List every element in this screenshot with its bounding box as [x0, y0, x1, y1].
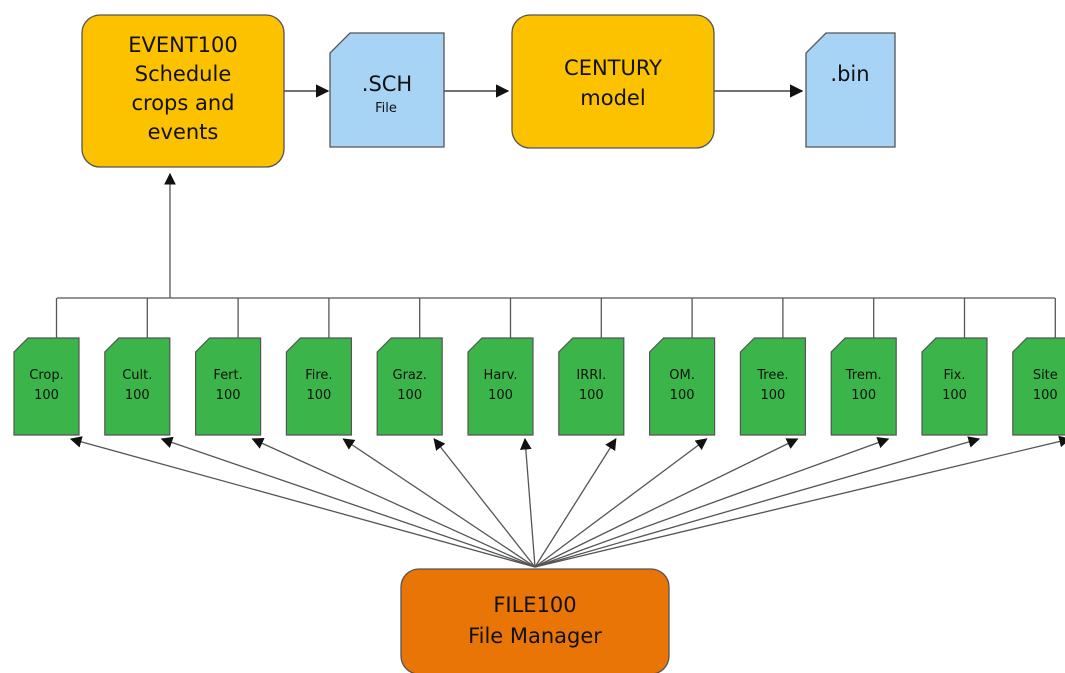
sch-file-shape [329, 32, 445, 148]
param-file-name: Graz. [393, 368, 427, 383]
param-file-shape [649, 337, 716, 436]
arrow-file100-to-fert [251, 438, 536, 568]
param-file-fert[interactable]: Fert. 100 [195, 337, 262, 436]
event100-line-2: Schedule [135, 62, 232, 86]
param-file-shape [13, 337, 80, 436]
param-file-cult[interactable]: Cult. 100 [104, 337, 171, 436]
param-file-fix[interactable]: Fix. 100 [921, 337, 988, 436]
century-line-2: model [580, 86, 645, 110]
event100-line-4: events [148, 120, 219, 144]
param-file-number: 100 [760, 388, 785, 403]
event100-line-1: EVENT100 [128, 33, 238, 57]
arrow-file100-to-harv [519, 437, 536, 568]
arrow-file100-to-irri [534, 438, 617, 568]
param-file-name: IRRI. [576, 368, 606, 383]
file100-box-shape [400, 568, 670, 673]
param-file-shape [376, 337, 443, 436]
param-file-graz[interactable]: Graz. 100 [376, 337, 443, 436]
param-file-fire[interactable]: Fire. 100 [285, 337, 352, 436]
param-file-number: 100 [125, 388, 150, 403]
bin-file-shape [805, 32, 896, 148]
arrow-file100-to-tree [534, 438, 799, 568]
arrow-file100-to-crop [69, 436, 536, 568]
param-file-number: 100 [34, 388, 59, 403]
param-file-crop[interactable]: Crop. 100 [13, 337, 80, 436]
century-box-shape [511, 14, 715, 149]
parameter-files-row: Crop. 100 Cult. 100 Fert. 100 Fire. 100 Graz. 100… [13, 298, 1065, 436]
param-file-name: Harv. [484, 368, 518, 383]
file100-manager-box[interactable]: FILE100 File Manager [400, 568, 670, 673]
param-file-shape [195, 337, 262, 436]
param-file-number: 100 [670, 388, 695, 403]
arrow-file100-to-graz [433, 438, 536, 568]
flow-connectors [57, 84, 1055, 299]
param-file-shape [285, 337, 352, 436]
param-file-tree[interactable]: Tree. 100 [739, 337, 806, 436]
event100-line-3: crops and [131, 91, 234, 115]
param-file-number: 100 [488, 388, 513, 403]
century-model-box[interactable]: CENTURY model [511, 14, 715, 149]
param-file-shape [830, 337, 897, 436]
param-file-name: Site [1033, 368, 1058, 383]
param-file-name: Crop. [29, 368, 63, 383]
sch-file-sublabel: File [375, 101, 397, 116]
arrow-file100-to-trem [534, 437, 890, 568]
arrow-file100-to-site [534, 435, 1065, 568]
param-file-number: 100 [1033, 388, 1058, 403]
param-file-number: 100 [579, 388, 604, 403]
param-file-number: 100 [306, 388, 331, 403]
param-file-site[interactable]: Site 100 [1012, 337, 1065, 436]
file100-line-2: File Manager [468, 624, 602, 648]
param-file-irri[interactable]: IRRI. 100 [558, 337, 625, 436]
param-file-shape [104, 337, 171, 436]
sch-file-label: .SCH [362, 72, 412, 96]
event100-box-shape [81, 14, 285, 168]
bin-file-document[interactable]: .bin [805, 32, 896, 148]
param-file-om[interactable]: OM. 100 [649, 337, 716, 436]
sch-file-document[interactable]: .SCH File [329, 32, 445, 148]
file100-line-1: FILE100 [493, 593, 576, 617]
arrow-file100-to-fire [342, 438, 536, 568]
param-file-shape [1012, 337, 1065, 436]
param-file-name: Tree. [756, 368, 788, 383]
event100-box[interactable]: EVENT100 Schedule crops and events [81, 14, 285, 168]
bin-file-label: .bin [830, 62, 869, 86]
param-file-name: Trem. [845, 368, 882, 383]
arrow-file100-to-om [534, 438, 708, 568]
param-file-name: Cult. [122, 368, 152, 383]
param-file-name: Fert. [213, 368, 242, 383]
param-file-number: 100 [397, 388, 422, 403]
century-line-1: CENTURY [564, 56, 662, 80]
file-manager-arrows [69, 435, 1065, 568]
param-file-number: 100 [216, 388, 241, 403]
arrow-file100-to-fix [534, 436, 981, 568]
param-file-name: Fire. [305, 368, 332, 383]
param-file-harv[interactable]: Harv. 100 [467, 337, 534, 436]
param-file-shape [558, 337, 625, 436]
param-file-number: 100 [942, 388, 967, 403]
param-file-name: Fix. [944, 368, 966, 383]
param-file-shape [739, 337, 806, 436]
param-file-shape [921, 337, 988, 436]
param-file-trem[interactable]: Trem. 100 [830, 337, 897, 436]
arrow-file100-to-cult [160, 436, 536, 568]
param-file-shape [467, 337, 534, 436]
param-file-number: 100 [851, 388, 876, 403]
param-file-name: OM. [669, 368, 695, 383]
